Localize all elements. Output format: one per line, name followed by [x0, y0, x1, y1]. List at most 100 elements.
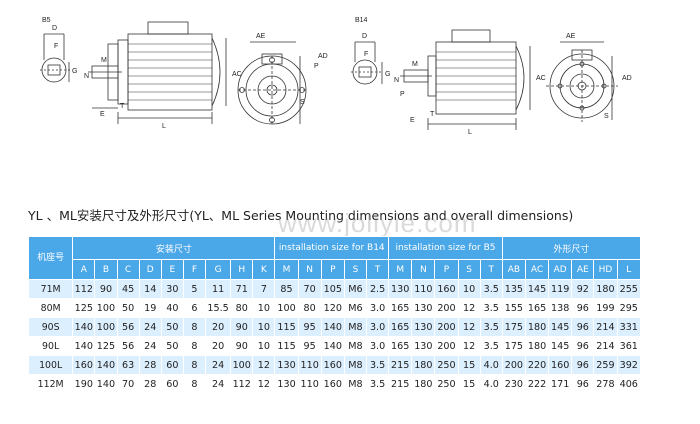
table-cell: 140 — [94, 355, 118, 375]
table-cell: 160 — [548, 355, 573, 375]
table-cell: 361 — [616, 336, 641, 356]
table-cell: 100 — [94, 317, 118, 337]
technical-drawing-area: B5 B14 D F G E T N M P L AE AC S AD D F … — [0, 0, 700, 170]
table-cell: 331 — [616, 317, 641, 337]
table-cell: 20 — [205, 317, 232, 337]
column-header: B — [94, 259, 118, 280]
b14-dim-g: G — [385, 71, 390, 78]
table-cell: 12 — [252, 355, 276, 375]
b14-motor-side-view — [400, 29, 531, 130]
table-cell: 3.5 — [479, 279, 503, 299]
table-cell: 45 — [116, 279, 140, 299]
table-cell: 90 — [230, 317, 254, 337]
b14-dim-f: F — [364, 51, 368, 58]
table-cell: 130 — [388, 279, 413, 299]
table-cell: 96 — [571, 336, 595, 356]
table-cell: 60 — [160, 374, 184, 394]
column-header: F — [182, 259, 207, 280]
table-cell: 28 — [138, 374, 162, 394]
column-header: A — [72, 259, 96, 280]
table-cell: 180 — [524, 317, 550, 337]
table-cell: 140 — [72, 336, 96, 356]
table-cell: 120 — [320, 298, 345, 318]
column-header: AE — [571, 259, 595, 280]
column-header: P — [320, 259, 345, 280]
table-cell: 96 — [571, 374, 595, 394]
table-cell: 30 — [160, 279, 184, 299]
b14-label: B14 — [355, 17, 368, 24]
table-cell: M8 — [343, 336, 368, 356]
table-cell: 100 — [274, 298, 299, 318]
table-cell: 4.0 — [479, 374, 503, 394]
column-header: S — [457, 259, 481, 280]
table-cell: 15.5 — [205, 298, 232, 318]
column-header: AC — [524, 259, 550, 280]
column-header: E — [160, 259, 184, 280]
model-cell: 71M — [27, 279, 74, 299]
table-cell: 278 — [593, 374, 618, 394]
table-cell: 3.5 — [479, 298, 503, 318]
table-cell: 5 — [182, 279, 207, 299]
column-header: N — [297, 259, 322, 280]
column-header: AB — [501, 259, 526, 280]
table-cell: 40 — [160, 298, 184, 318]
b5-dim-s: S — [300, 99, 305, 106]
table-cell: 138 — [548, 298, 573, 318]
table-cell: 92 — [571, 279, 595, 299]
table-cell: 10 — [252, 336, 276, 356]
b5-dim-p: P — [314, 63, 319, 70]
column-header: D — [138, 259, 162, 280]
table-cell: 145 — [548, 317, 573, 337]
table-cell: M8 — [343, 355, 368, 375]
table-cell: 19 — [138, 298, 162, 318]
table-cell: 90 — [94, 279, 118, 299]
table-cell: 50 — [116, 298, 140, 318]
table-cell: 119 — [548, 279, 573, 299]
table-cell: 215 — [388, 374, 413, 394]
table-cell: 140 — [320, 336, 345, 356]
table-cell: M6 — [343, 298, 368, 318]
table-cell: 80 — [297, 298, 322, 318]
table-cell: 125 — [94, 336, 118, 356]
table-cell: 160 — [320, 355, 345, 375]
group-header-b5: installation size for B5 — [388, 236, 503, 260]
column-header: L — [616, 259, 641, 280]
b5-motor-side-view — [88, 21, 227, 124]
table-cell: 56 — [116, 317, 140, 337]
table-cell: 60 — [160, 355, 184, 375]
b5-dim-f: F — [54, 43, 58, 50]
table-cell: 12 — [457, 317, 481, 337]
column-header: HD — [593, 259, 618, 280]
table-cell: 165 — [388, 336, 413, 356]
table-cell: 11 — [205, 279, 232, 299]
table-cell: 130 — [274, 374, 299, 394]
b5-dim-d: D — [52, 25, 57, 32]
b14-dim-e: E — [410, 117, 415, 124]
table-cell: 10 — [457, 279, 481, 299]
table-cell: 10 — [252, 298, 276, 318]
table-cell: 250 — [434, 355, 459, 375]
table-cell: 135 — [501, 279, 526, 299]
table-cell: 3.0 — [365, 336, 390, 356]
table-cell: 259 — [593, 355, 618, 375]
table-cell: 214 — [593, 317, 618, 337]
b14-dim-ae: AE — [566, 33, 576, 40]
dimensions-table-container: 机座号 安装尺寸 installation size for B14 insta… — [27, 236, 642, 394]
table-cell: 220 — [524, 355, 550, 375]
model-cell: 90L — [27, 336, 74, 356]
table-cell: 6 — [182, 298, 207, 318]
table-cell: 80 — [230, 298, 254, 318]
table-cell: 165 — [524, 298, 550, 318]
table-cell: 56 — [116, 336, 140, 356]
table-cell: 8 — [182, 374, 207, 394]
table-cell: 200 — [434, 298, 459, 318]
table-cell: 200 — [501, 355, 526, 375]
b14-shaft-detail — [351, 41, 383, 85]
